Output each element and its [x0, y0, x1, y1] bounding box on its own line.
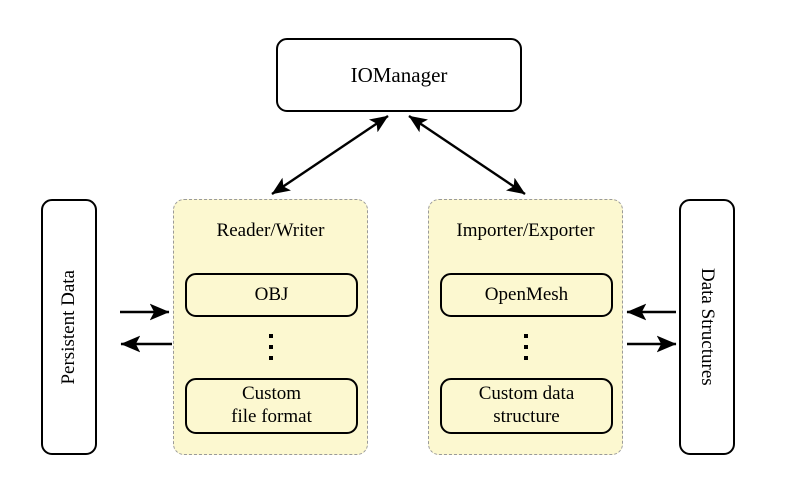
- item-custom-data-structure[interactable]: Custom data structure: [440, 378, 613, 434]
- group-importer-exporter[interactable]: Importer/Exporter OpenMesh Custom data s…: [428, 199, 623, 455]
- node-iomanager[interactable]: IOManager: [276, 38, 522, 112]
- ellipsis-dot: [523, 334, 528, 338]
- ellipsis-dot: [268, 334, 273, 338]
- connector-iomanager-reader-writer: [271, 115, 389, 195]
- ellipsis-dot: [268, 356, 273, 360]
- item-openmesh[interactable]: OpenMesh: [440, 273, 613, 317]
- ellipsis-reader-writer: [174, 334, 367, 360]
- node-data-structures-label: Data Structures: [697, 268, 719, 386]
- item-openmesh-label: OpenMesh: [484, 283, 569, 305]
- item-custom-data-structure-line1: Custom data: [478, 383, 575, 405]
- ellipsis-dot: [268, 345, 273, 349]
- item-custom-file-format-line1: Custom: [241, 383, 302, 405]
- connector-iomanager-importer-exporter: [408, 115, 526, 195]
- node-data-structures[interactable]: Data Structures: [679, 199, 735, 455]
- node-iomanager-label: IOManager: [350, 62, 448, 87]
- item-obj-label: OBJ: [254, 283, 289, 305]
- item-obj[interactable]: OBJ: [185, 273, 358, 317]
- group-importer-exporter-title: Importer/Exporter: [456, 220, 595, 241]
- item-custom-file-format-line2: file format: [231, 406, 312, 427]
- node-persistent-data[interactable]: Persistent Data: [41, 199, 97, 455]
- ellipsis-dot: [523, 356, 528, 360]
- ellipsis-importer-exporter: [429, 334, 622, 360]
- node-persistent-data-label: Persistent Data: [57, 269, 79, 385]
- item-custom-data-structure-line2: structure: [493, 406, 560, 427]
- group-reader-writer[interactable]: Reader/Writer OBJ Custom file format: [173, 199, 368, 455]
- group-reader-writer-title: Reader/Writer: [216, 220, 325, 241]
- item-custom-file-format[interactable]: Custom file format: [185, 378, 358, 434]
- ellipsis-dot: [523, 345, 528, 349]
